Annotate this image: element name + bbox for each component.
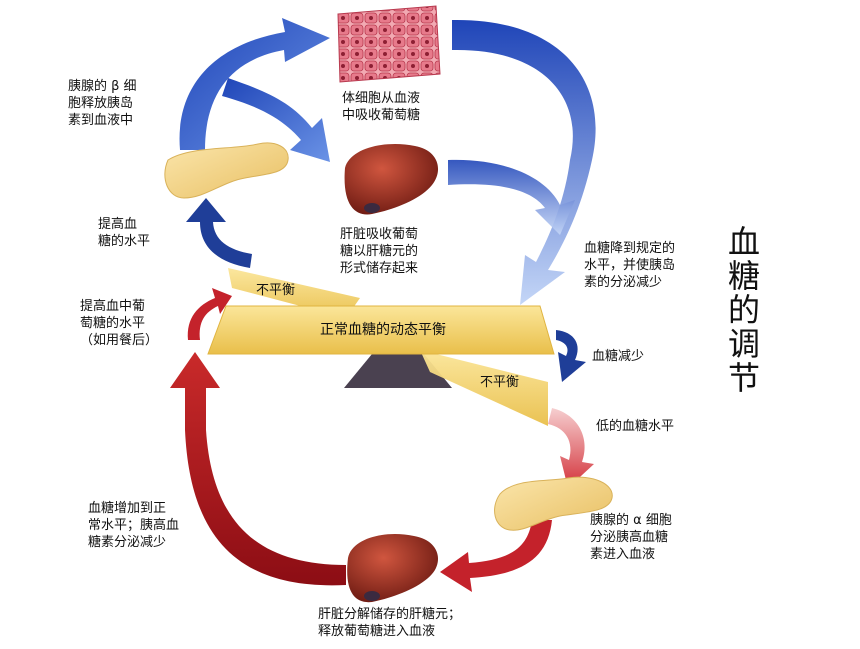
label-glucose-down: 血糖降到规定的 水平，并使胰岛 素的分泌减少 <box>584 241 676 290</box>
glucagon-arrow-pancreas-to-liver <box>440 520 552 592</box>
label-low-glucose: 低的血糖水平 <box>596 419 675 434</box>
glucose-decrease-arrow <box>556 330 586 382</box>
balance-board <box>207 305 555 355</box>
label-glucose-decrease: 血糖减少 <box>592 349 645 364</box>
imbalance-board-right <box>420 350 548 426</box>
label-beta-release: 胰腺的 β 细 胞释放胰岛 素到血液中 <box>68 79 137 128</box>
label-cells-absorb: 体细胞从血液 中吸收葡萄糖 <box>342 91 421 123</box>
insulin-arrow-board-up <box>186 198 252 268</box>
label-meal-raise: 提高血中葡 萄糖的水平 （如用餐后） <box>80 299 159 348</box>
pancreas-icon <box>164 142 289 199</box>
insulin-arrow-liver-right <box>448 159 575 235</box>
insulin-arrow-to-cells <box>179 18 330 150</box>
page-title: 血糖的调节 <box>723 225 761 395</box>
imbalance-left-label: 不平衡 <box>256 283 296 298</box>
fulcrum-icon <box>344 354 452 388</box>
center-balance-label: 正常血糖的动态平衡 <box>320 322 446 338</box>
glucagon-arrow-low-down <box>548 408 594 488</box>
glucagon-arrow-big-left <box>170 352 346 586</box>
pancreas-icon <box>494 476 613 531</box>
tissue-cells-icon <box>337 5 441 83</box>
liver-icon <box>347 534 438 603</box>
label-liver-store: 肝脏吸收葡萄 糖以肝糖元的 形式储存起来 <box>340 227 419 276</box>
glucagon-arrow-meal-up <box>187 288 232 340</box>
label-glucose-up: 血糖增加到正 常水平；胰高血 糖素分泌减少 <box>88 501 180 550</box>
liver-icon <box>344 144 439 215</box>
insulin-arrow-to-liver <box>222 78 330 162</box>
label-liver-release: 肝脏分解储存的肝糖元； 释放葡萄糖进入血液 <box>318 607 462 639</box>
label-raise-level: 提高血 糖的水平 <box>98 217 151 249</box>
imbalance-right-label: 不平衡 <box>480 375 520 390</box>
label-alpha-secrete: 胰腺的 α 细胞 分泌胰高血糖 素进入血液 <box>590 513 672 562</box>
